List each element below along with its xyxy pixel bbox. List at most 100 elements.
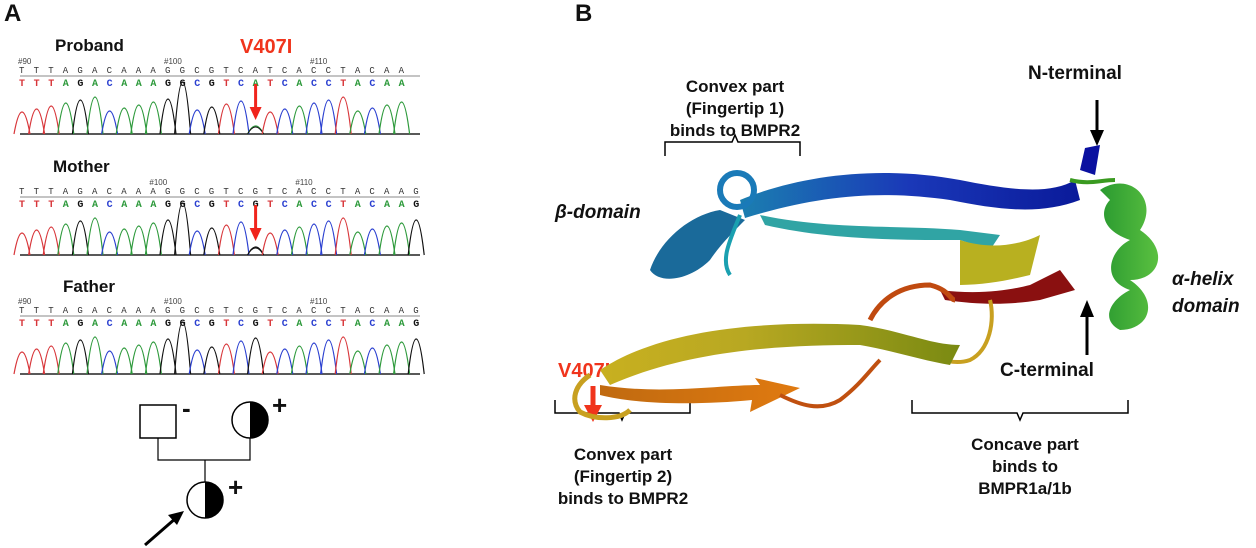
base-call-colored: C: [311, 200, 317, 211]
base-call-colored: G: [180, 79, 186, 90]
trace-peak: [130, 225, 148, 256]
trace-peak: [407, 219, 425, 256]
n-terminal-arrow: [1090, 100, 1104, 146]
base-call-colored: A: [92, 200, 98, 211]
trace-peak: [320, 220, 338, 256]
position-marker: #110: [295, 178, 313, 187]
trace-peak: [144, 341, 162, 375]
base-call-colored: T: [340, 200, 346, 211]
trace-peak: [232, 100, 250, 135]
trace-peak: [188, 230, 206, 256]
chromatograms: #90#100#110TTTAGACAAAGGCGTCATCACCTACAA#1…: [13, 57, 425, 375]
base-call-colored: A: [384, 200, 390, 211]
trace-peak: [115, 347, 133, 375]
trace-peak: [13, 111, 31, 135]
trace-peak: [232, 221, 250, 256]
position-marker: #100: [164, 57, 182, 66]
trace-peak: [378, 225, 396, 256]
base-call-colored: G: [253, 319, 259, 330]
base-call-colored: T: [223, 79, 229, 90]
mutation-arrow: [249, 205, 262, 241]
base-call-colored: G: [413, 319, 419, 330]
c-terminal-label: C-terminal: [1000, 360, 1094, 381]
father-label: Father: [63, 277, 115, 296]
base-call-colored: C: [369, 319, 375, 330]
trace-peak: [86, 217, 104, 256]
n-terminal-label: N-terminal: [1028, 63, 1122, 84]
trace-peak: [261, 232, 279, 256]
base-call-colored: G: [209, 319, 215, 330]
base-call-colored: C: [194, 200, 200, 211]
father-sign: -: [182, 393, 191, 423]
base-call-colored: G: [165, 79, 171, 90]
mutation-label-a: V407I: [240, 36, 293, 58]
trace-peak: [57, 102, 75, 135]
trace-peak: [144, 101, 162, 135]
base-call-colored: T: [34, 319, 40, 330]
text-line: binds to BMPR2: [669, 121, 801, 140]
trace-peak: [217, 224, 235, 256]
base-call-colored: A: [296, 79, 302, 90]
base-call-colored: C: [282, 200, 288, 211]
trace-peak: [349, 350, 367, 375]
trace-peak: [407, 338, 425, 375]
trace-peak: [393, 222, 411, 256]
base-call-colored: A: [92, 319, 98, 330]
text-line: (Fingertip 2): [573, 467, 673, 486]
base-call-colored: A: [384, 79, 390, 90]
mutation-arrow: [249, 84, 262, 120]
base-call-colored: A: [399, 319, 405, 330]
base-call-colored: C: [238, 200, 244, 211]
base-call-colored: A: [63, 319, 69, 330]
base-call-colored: T: [19, 319, 25, 330]
base-call-colored: C: [107, 319, 113, 330]
base-call-colored: A: [63, 79, 69, 90]
trace-peak: [28, 229, 46, 256]
base-call-colored: A: [150, 200, 156, 211]
proband-sequence: TTTAGACAAAGGCGTCATCACCTACAA: [19, 66, 414, 76]
trace-peak: [159, 338, 177, 375]
trace-peak: [363, 107, 381, 135]
base-call-colored: A: [296, 200, 302, 211]
text-line: Convex part: [573, 445, 673, 464]
proband-arrow: [144, 511, 184, 547]
trace-peak: [174, 81, 192, 135]
trace-peak: [378, 104, 396, 135]
base-call-colored: C: [107, 79, 113, 90]
trace-peak: [174, 202, 192, 256]
base-call-colored: A: [136, 79, 142, 90]
proband-sign: +: [228, 472, 244, 502]
base-call-colored: T: [48, 200, 54, 211]
base-call-colored: G: [165, 200, 171, 211]
base-call-colored: T: [340, 319, 346, 330]
position-marker: #100: [149, 178, 167, 187]
position-marker: #110: [310, 57, 328, 66]
base-call-colored: A: [384, 319, 390, 330]
base-call-colored: C: [369, 200, 375, 211]
proband-label: Proband: [55, 36, 124, 55]
base-call-colored: A: [121, 200, 127, 211]
mother-sign: +: [272, 390, 288, 420]
base-call-colored: A: [121, 319, 127, 330]
mutation-label-b: V407I: [558, 360, 611, 382]
trace-peak: [71, 339, 89, 375]
base-call-colored: G: [209, 79, 215, 90]
trace-peak: [393, 341, 411, 375]
trace-peak: [28, 108, 46, 135]
mother-sequence: TTTAGACAAAGGCGTCGTCACCTACAAG: [19, 187, 428, 197]
trace-peak: [115, 228, 133, 256]
beta-domain-label: β-domain: [555, 202, 641, 223]
mother-symbol: [231, 401, 269, 439]
base-call-colored: C: [194, 319, 200, 330]
trace-peak: [203, 106, 221, 135]
trace-peak: [320, 99, 338, 135]
trace-peak: [217, 103, 235, 135]
trace-peak: [86, 96, 104, 135]
text-line: Convex part: [685, 77, 785, 96]
proband-symbol: [186, 481, 224, 519]
base-call-colored: G: [165, 319, 171, 330]
base-call-colored: A: [355, 200, 361, 211]
base-call-colored: T: [340, 79, 346, 90]
base-call-colored: T: [267, 79, 273, 90]
